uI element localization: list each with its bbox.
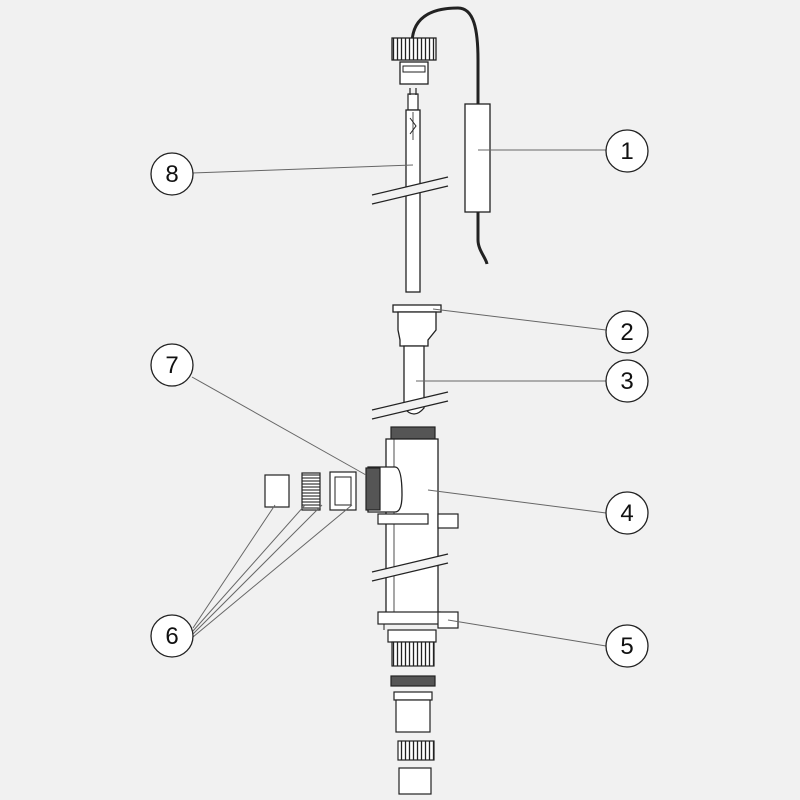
callout-4: 4 (605, 491, 649, 535)
callout-1: 1 (605, 129, 649, 173)
callout-5: 5 (605, 624, 649, 668)
bottom-fittings (387, 629, 437, 795)
callout-3: 3 (605, 359, 649, 403)
lamp-pins (407, 93, 419, 111)
callout-6-label: 6 (165, 623, 178, 650)
callout-8-label: 8 (165, 161, 178, 188)
lamp-cap-base (399, 61, 429, 85)
part-2-flange (392, 304, 442, 313)
leader-lines (191, 149, 607, 647)
callout-7-label: 7 (165, 352, 178, 379)
callout-3-label: 3 (620, 368, 633, 395)
part-6-inlet-fittings (264, 471, 357, 511)
callout-2-label: 2 (620, 319, 633, 346)
part-8-uv-lamp (371, 37, 449, 293)
callout-2: 2 (605, 310, 649, 354)
callout-8: 8 (150, 152, 194, 196)
power-cable (410, 6, 480, 105)
part-3-quartz-sleeve (371, 311, 449, 420)
ballast-unit (464, 103, 491, 213)
callout-1-label: 1 (620, 138, 633, 165)
callout-5-label: 5 (620, 633, 633, 660)
lamp-cap-knurled (391, 37, 437, 61)
housing-top-thread (390, 426, 436, 440)
lamp-tube (405, 109, 421, 293)
callout-4-label: 4 (620, 500, 633, 527)
callout-6: 6 (150, 614, 194, 658)
part-1-cable-ballast (410, 6, 491, 265)
callout-7: 7 (150, 343, 194, 387)
part-4-housing (365, 426, 459, 620)
part-5-wall-clamp (377, 611, 459, 630)
power-cable-lower (476, 212, 489, 265)
